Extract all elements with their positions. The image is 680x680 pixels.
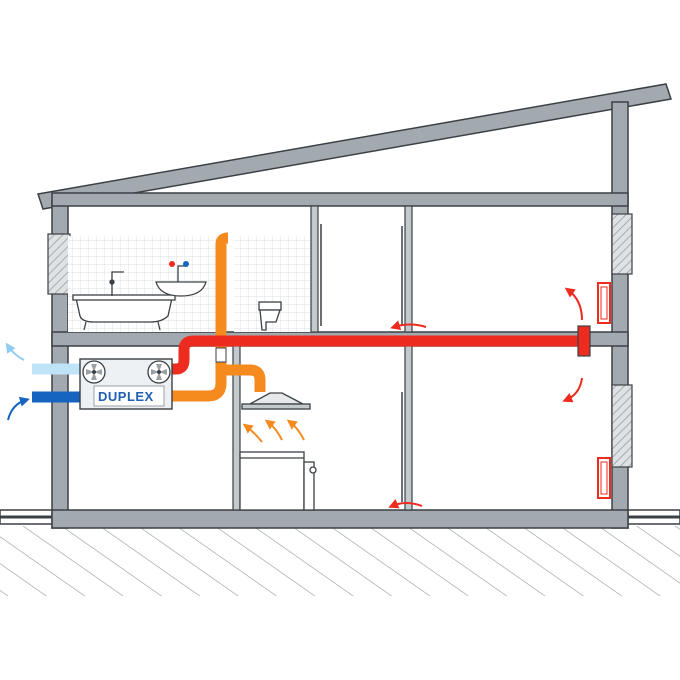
airflow-arrow-icon	[390, 320, 427, 330]
ducts	[32, 232, 580, 403]
airflow-arrow-icon	[264, 419, 283, 441]
supply-duct	[160, 335, 580, 375]
door-lines	[320, 224, 403, 502]
duct-crossing-clip	[215, 347, 227, 363]
bathtub-icon	[72, 271, 176, 331]
partition-lower-2	[404, 345, 413, 511]
ground	[0, 509, 680, 596]
kitchen-counter	[239, 451, 305, 511]
supply-duct-end-cap	[577, 325, 591, 357]
kitchen	[239, 392, 317, 511]
fan-icon	[82, 360, 106, 384]
unit-label: DUPLEX	[98, 389, 154, 404]
airflow-arrow-icon	[564, 287, 583, 321]
airflow-arrow-icon	[242, 423, 263, 443]
roof	[37, 83, 672, 210]
partition-upper-2	[404, 205, 413, 333]
oven-handle	[303, 461, 315, 511]
attic-floor	[51, 192, 629, 207]
cooker-hood-icon	[249, 392, 304, 405]
airflow-arrow-icon	[5, 342, 25, 361]
airflow-arrow-icon	[562, 377, 583, 403]
duplex-unit: DUPLEX	[79, 358, 173, 410]
fan-icon	[147, 360, 171, 384]
wall-insulation	[47, 213, 633, 468]
ground-slab	[51, 509, 629, 529]
extract-duct-upper	[164, 232, 229, 402]
airflow-arrow-icon	[7, 396, 30, 421]
toilet-icon	[258, 301, 282, 331]
radiator-icon	[597, 282, 611, 499]
airflow-arrow-icon	[286, 419, 305, 441]
extract-duct-kitchen	[221, 364, 266, 392]
airflow-arrows	[5, 287, 583, 509]
airflow-arrow-icon	[388, 499, 423, 509]
partition-upper-1	[310, 205, 319, 333]
washbasin-icon	[155, 261, 207, 297]
